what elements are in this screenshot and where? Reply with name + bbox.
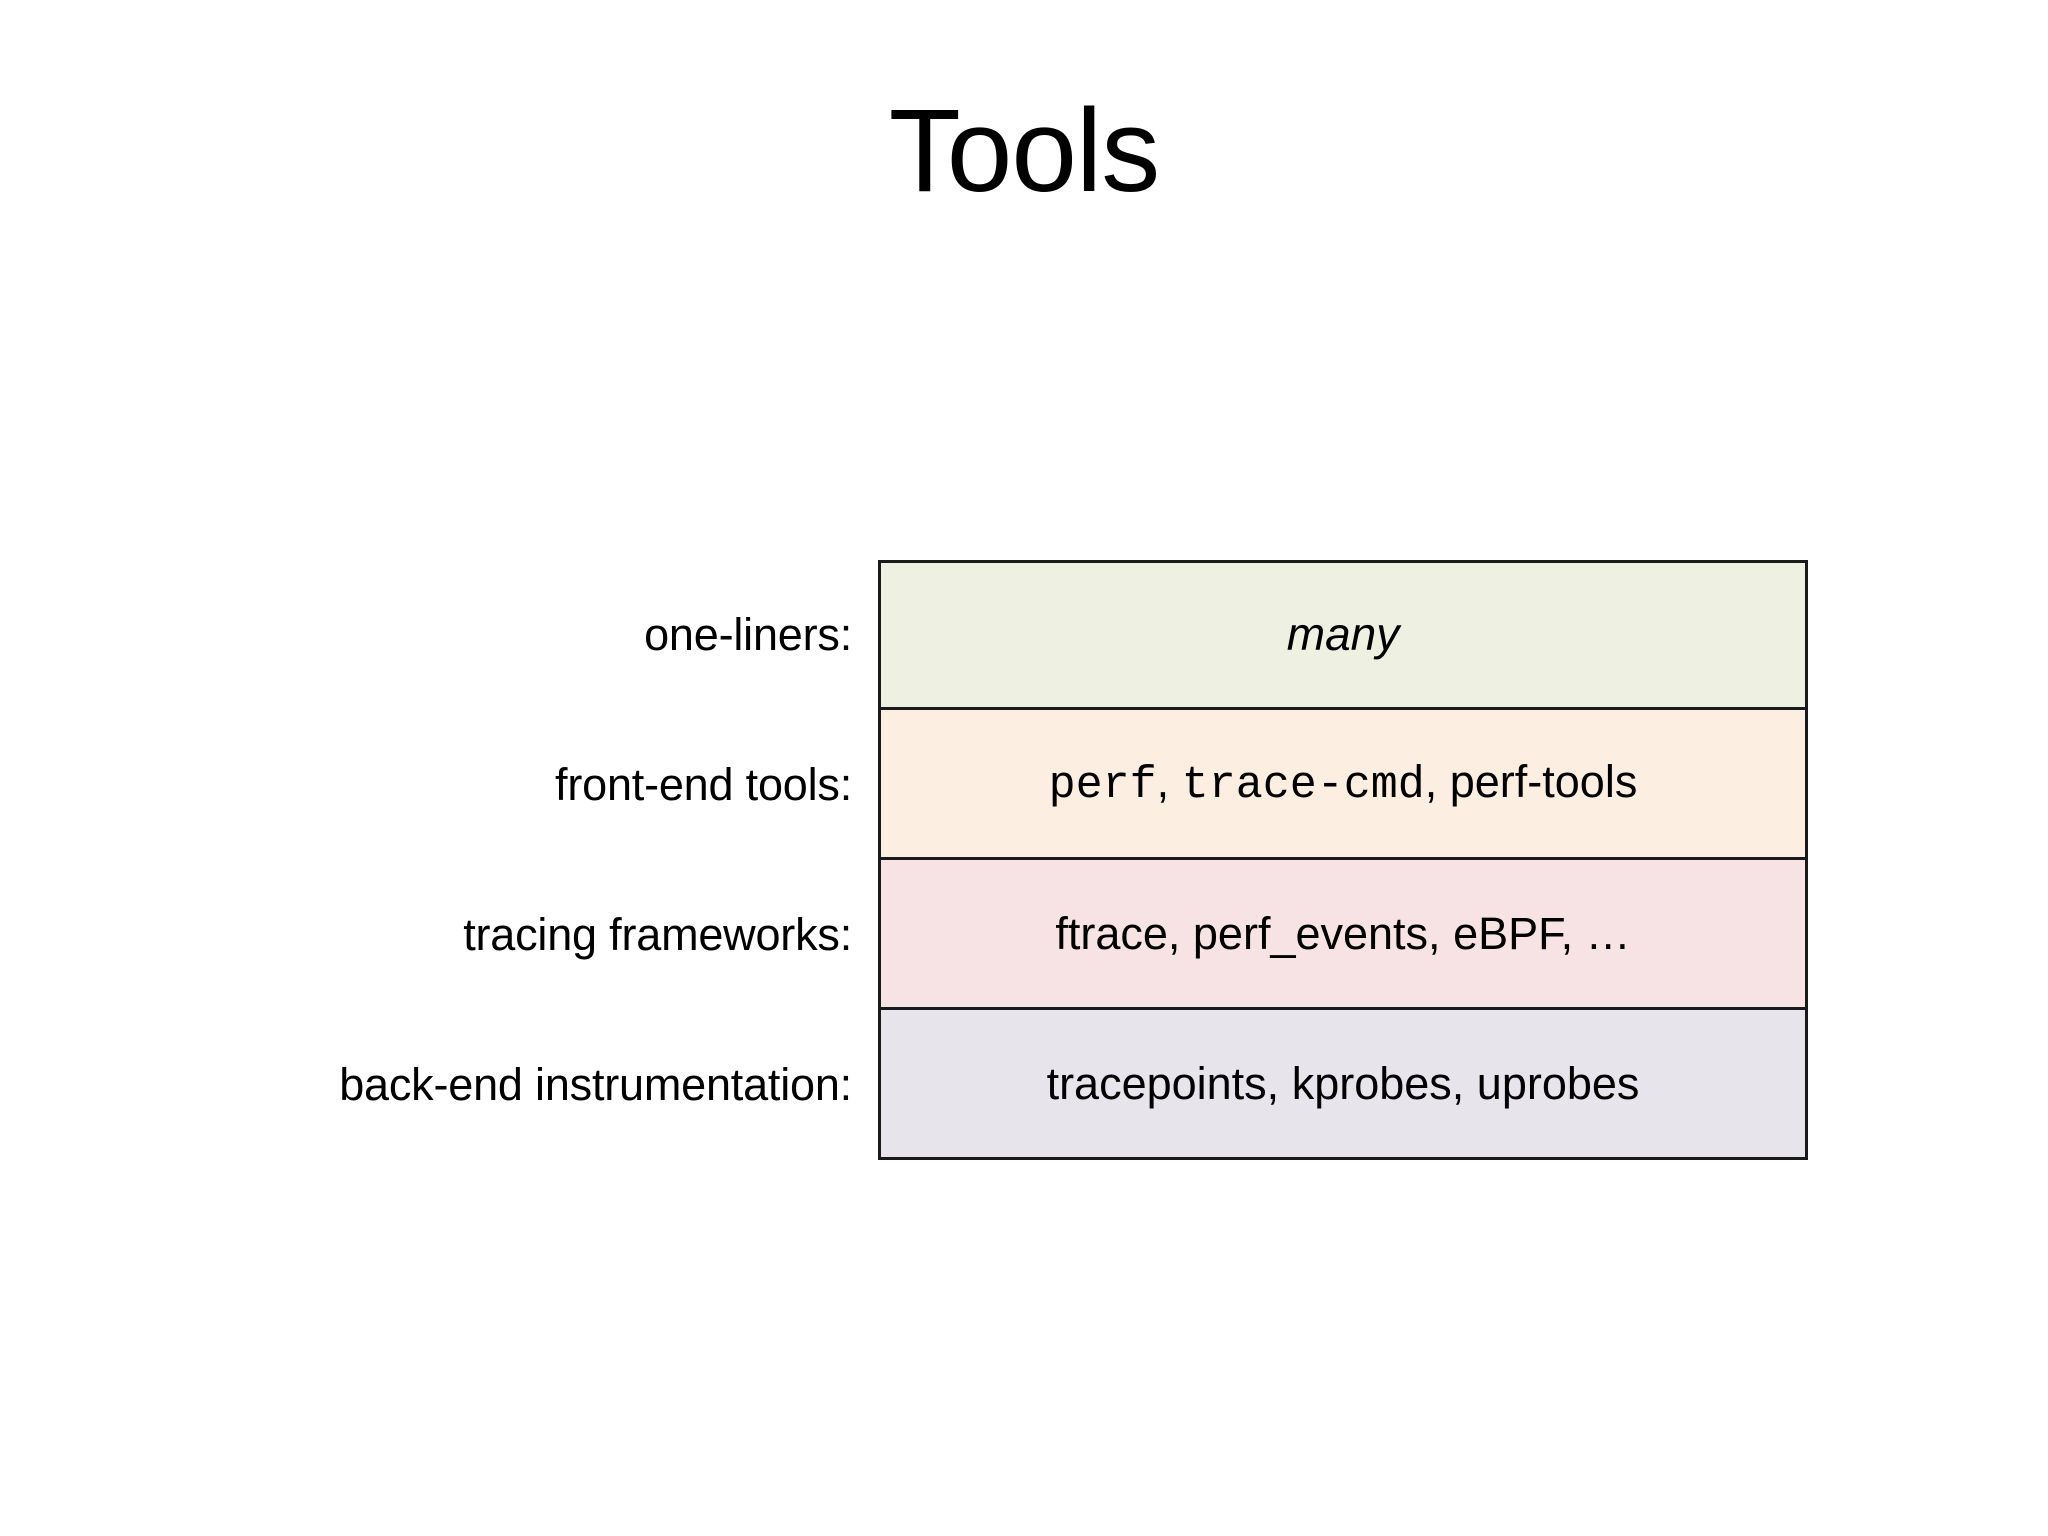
- stack-row: back-end instrumentation: tracepoints, kp…: [170, 1010, 1808, 1160]
- stack-row: tracing frameworks: ftrace, perf_events, …: [170, 860, 1808, 1010]
- stack-row-label: back-end instrumentation:: [339, 1059, 852, 1110]
- stack-cell-text-part: ,: [1424, 756, 1450, 808]
- page-title: Tools: [888, 85, 1160, 217]
- stack-row-cell: perf, trace-cmd, perf-tools: [878, 710, 1808, 860]
- stack-row-cell-text: perf, trace-cmd, perf-tools: [1049, 756, 1638, 811]
- stack-cell-text-part: ,: [1156, 756, 1182, 808]
- stack-row-cell: many: [878, 560, 1808, 710]
- stack-row-cell: ftrace, perf_events, eBPF, …: [878, 860, 1808, 1010]
- stack-row-label: tracing frameworks:: [463, 909, 852, 960]
- stack-row-label: one-liners:: [644, 609, 852, 660]
- stack-row: front-end tools: perf, trace-cmd, perf-to…: [170, 710, 1808, 860]
- stack-cell-text-part: ftrace, perf_events, eBPF, …: [1055, 907, 1631, 959]
- tracing-tools-stack-diagram: one-liners: many front-end tools: perf, tra…: [170, 560, 1808, 1160]
- stack-row-cell: tracepoints, kprobes, uprobes: [878, 1010, 1808, 1160]
- stack-cell-text-part: perf-tools: [1449, 756, 1638, 808]
- stack-row: one-liners: many: [170, 560, 1808, 710]
- stack-cell-text-part: tracepoints, kprobes, uprobes: [1046, 1057, 1640, 1109]
- stack-row-cell-text: ftrace, perf_events, eBPF, …: [1055, 908, 1630, 960]
- stack-cell-text-part: trace-cmd: [1181, 760, 1425, 812]
- stack-row-cell-text: many: [1287, 609, 1399, 661]
- stack-row-cell-text: tracepoints, kprobes, uprobes: [1047, 1058, 1640, 1110]
- stack-cell-text-part: perf: [1048, 760, 1157, 812]
- stack-cell-text-part: many: [1286, 608, 1400, 660]
- stack-row-label: front-end tools:: [555, 759, 852, 810]
